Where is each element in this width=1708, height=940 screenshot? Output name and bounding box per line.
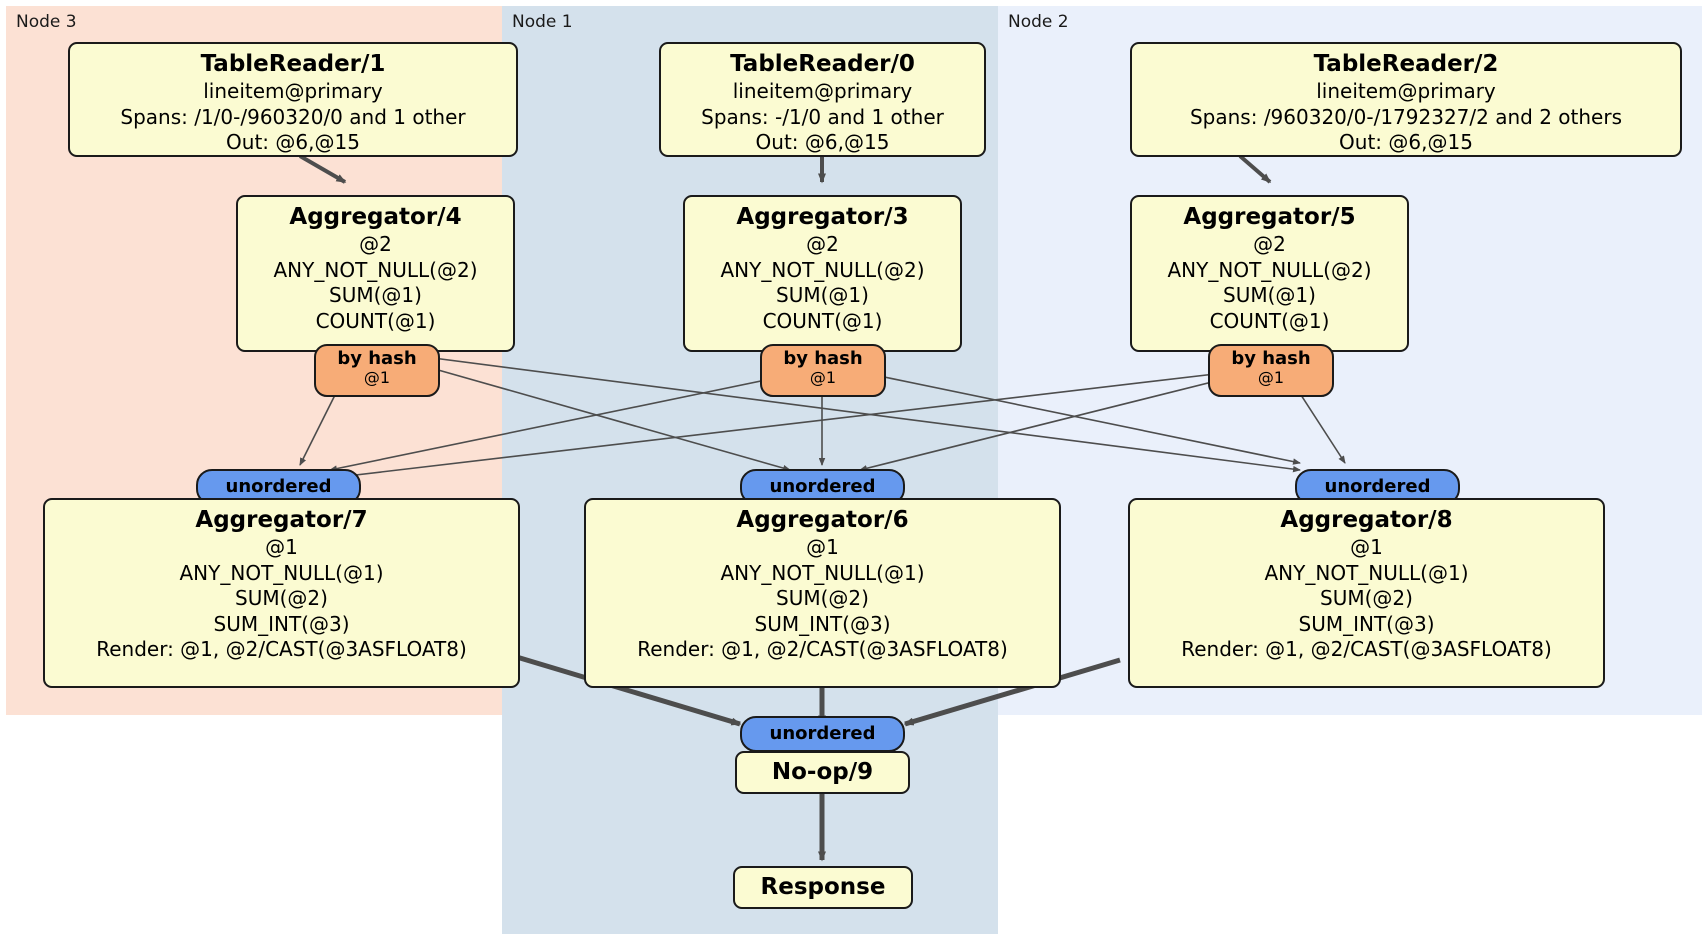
router-label: by hash — [783, 348, 863, 369]
processor-title: Aggregator/7 — [195, 507, 368, 533]
processor-title: Response — [760, 874, 886, 900]
processor-aggregator-7[interactable]: Aggregator/7 @1 ANY_NOT_NULL(@1) SUM(@2)… — [43, 498, 520, 688]
node-panel-label-node1: Node 1 — [512, 12, 573, 32]
processor-detail-table: lineitem@primary — [1316, 79, 1496, 103]
processor-detail-agg-1: SUM(@2) — [776, 586, 869, 610]
synchronizer-label: unordered — [1324, 475, 1431, 497]
processor-detail-groupcol: @2 — [359, 232, 392, 256]
synchronizer-unordered-final[interactable]: unordered — [740, 716, 905, 752]
processor-table-reader-1[interactable]: TableReader/1 lineitem@primary Spans: /1… — [68, 42, 518, 157]
processor-detail-agg-1: SUM(@1) — [1223, 283, 1316, 307]
processor-title: Aggregator/8 — [1280, 507, 1453, 533]
processor-detail-agg-2: COUNT(@1) — [1209, 308, 1330, 333]
processor-title: TableReader/1 — [200, 51, 386, 77]
processor-aggregator-3[interactable]: Aggregator/3 @2 ANY_NOT_NULL(@2) SUM(@1)… — [683, 195, 962, 352]
processor-detail-groupcol: @1 — [1350, 535, 1383, 559]
processor-detail-agg-0: ANY_NOT_NULL(@2) — [1167, 257, 1372, 282]
processor-detail-agg-0: ANY_NOT_NULL(@2) — [273, 257, 478, 282]
processor-title: Aggregator/3 — [736, 204, 909, 230]
router-label: by hash — [337, 348, 417, 369]
processor-response[interactable]: Response — [733, 866, 913, 909]
processor-detail-agg-2: SUM_INT(@3) — [1298, 611, 1435, 636]
processor-detail-agg-0: ANY_NOT_NULL(@2) — [720, 257, 925, 282]
processor-detail-agg-2: SUM_INT(@3) — [213, 611, 350, 636]
processor-detail-spans: Spans: /960320/0-/1792327/2 and 2 others — [1189, 104, 1622, 129]
processor-detail-table: lineitem@primary — [732, 79, 913, 103]
processor-detail-render: Render: @1, @2/CAST(@3ASFLOAT8) — [1181, 637, 1552, 661]
processor-aggregator-6[interactable]: Aggregator/6 @1 ANY_NOT_NULL(@1) SUM(@2)… — [584, 498, 1061, 688]
router-column: @1 — [363, 367, 391, 387]
node-panel-label-node2: Node 2 — [1008, 12, 1069, 32]
synchronizer-label: unordered — [225, 475, 332, 497]
processor-title: No-op/9 — [771, 759, 874, 785]
processor-aggregator-4[interactable]: Aggregator/4 @2 ANY_NOT_NULL(@2) SUM(@1)… — [236, 195, 515, 352]
processor-title: TableReader/2 — [1313, 51, 1499, 77]
processor-detail-render: Render: @1, @2/CAST(@3ASFLOAT8) — [637, 637, 1008, 661]
processor-detail-agg-1: SUM(@2) — [1320, 586, 1413, 610]
processor-detail-agg-2: SUM_INT(@3) — [754, 611, 891, 636]
processor-detail-agg-2: COUNT(@1) — [762, 308, 883, 333]
processor-detail-agg-1: SUM(@2) — [235, 586, 328, 610]
processor-table-reader-0[interactable]: TableReader/0 lineitem@primary Spans: -/… — [659, 42, 986, 157]
synchronizer-label: unordered — [769, 475, 876, 497]
processor-detail-render: Render: @1, @2/CAST(@3ASFLOAT8) — [96, 637, 467, 661]
processor-no-op-9[interactable]: No-op/9 — [735, 751, 910, 794]
processor-title: Aggregator/4 — [289, 204, 462, 230]
processor-title: TableReader/0 — [730, 51, 915, 77]
node-panel-label-node3: Node 3 — [16, 12, 77, 32]
processor-detail-spans: Spans: -/1/0 and 1 other — [701, 104, 944, 129]
processor-detail-table: lineitem@primary — [203, 79, 383, 103]
processor-detail-agg-0: ANY_NOT_NULL(@1) — [1264, 560, 1469, 585]
output-router-by-hash-center[interactable]: by hash @1 — [760, 344, 886, 397]
processor-detail-out: Out: @6,@15 — [755, 130, 890, 154]
synchronizer-label: unordered — [769, 722, 876, 744]
processor-detail-groupcol: @2 — [806, 232, 839, 256]
processor-aggregator-5[interactable]: Aggregator/5 @2 ANY_NOT_NULL(@2) SUM(@1)… — [1130, 195, 1409, 352]
processor-detail-out: Out: @6,@15 — [226, 130, 360, 154]
processor-detail-agg-0: ANY_NOT_NULL(@1) — [179, 560, 384, 585]
processor-detail-groupcol: @1 — [265, 535, 298, 559]
router-label: by hash — [1231, 348, 1311, 369]
router-column: @1 — [809, 367, 837, 387]
processor-aggregator-8[interactable]: Aggregator/8 @1 ANY_NOT_NULL(@1) SUM(@2)… — [1128, 498, 1605, 688]
processor-detail-agg-2: COUNT(@1) — [315, 308, 436, 333]
router-column: @1 — [1257, 367, 1285, 387]
processor-title: Aggregator/5 — [1183, 204, 1356, 230]
processor-detail-spans: Spans: /1/0-/960320/0 and 1 other — [120, 104, 466, 129]
processor-table-reader-2[interactable]: TableReader/2 lineitem@primary Spans: /9… — [1130, 42, 1682, 157]
processor-detail-agg-0: ANY_NOT_NULL(@1) — [720, 560, 925, 585]
processor-detail-out: Out: @6,@15 — [1339, 130, 1473, 154]
output-router-by-hash-left[interactable]: by hash @1 — [314, 344, 440, 397]
processor-detail-groupcol: @2 — [1253, 232, 1286, 256]
output-router-by-hash-right[interactable]: by hash @1 — [1208, 344, 1334, 397]
processor-detail-groupcol: @1 — [806, 535, 839, 559]
processor-detail-agg-1: SUM(@1) — [776, 283, 869, 307]
processor-title: Aggregator/6 — [736, 507, 909, 533]
processor-detail-agg-1: SUM(@1) — [329, 283, 422, 307]
